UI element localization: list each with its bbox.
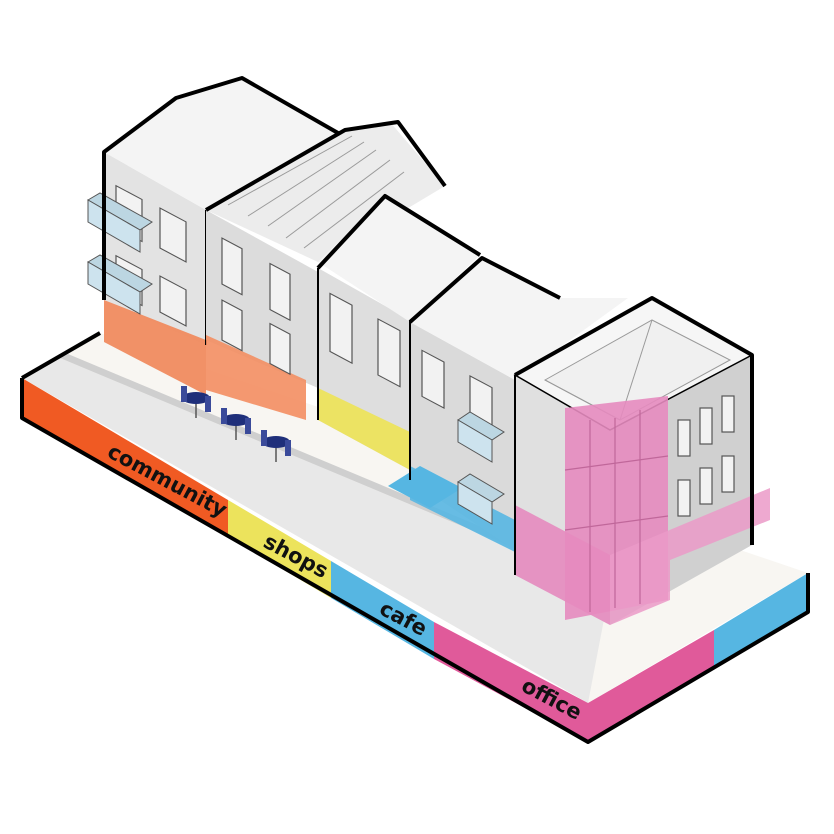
balcony-2-glass (87, 261, 141, 315)
building-cafe (388, 256, 628, 552)
zone-band-shops (228, 500, 331, 598)
building-shops (316, 194, 482, 470)
cafe-tables (181, 386, 291, 462)
balcony-3-glass (457, 419, 493, 463)
building-4-roof (410, 258, 628, 380)
building-3-shopfront (318, 388, 410, 470)
cafe-table-2 (221, 408, 251, 440)
office-mullions (564, 410, 669, 612)
zone-band-office-side (588, 630, 714, 742)
balcony-1-glass (87, 199, 141, 253)
road-strip (22, 358, 610, 703)
building-3-roof (318, 196, 480, 322)
building-2 (205, 120, 447, 420)
office-ground-floor (515, 505, 610, 625)
building-office (513, 296, 770, 625)
building-1-ground-floor (104, 300, 206, 395)
office-ground-side (610, 488, 770, 625)
zone-band-cafe-side (714, 573, 808, 666)
building-2-gable-roof (206, 122, 445, 262)
zone-band-cafe (331, 561, 434, 659)
roof-seams (227, 135, 405, 249)
building-2-ground-floor (206, 335, 306, 420)
zone-band-community (22, 378, 228, 537)
building-community (87, 76, 339, 395)
building-1-roof (104, 78, 338, 210)
zone-band-office (434, 622, 588, 742)
building-4-cafe-front (410, 466, 515, 552)
cafe-table-3 (261, 430, 291, 462)
cafe-table-1 (181, 386, 211, 418)
balcony-4-glass (457, 481, 493, 525)
